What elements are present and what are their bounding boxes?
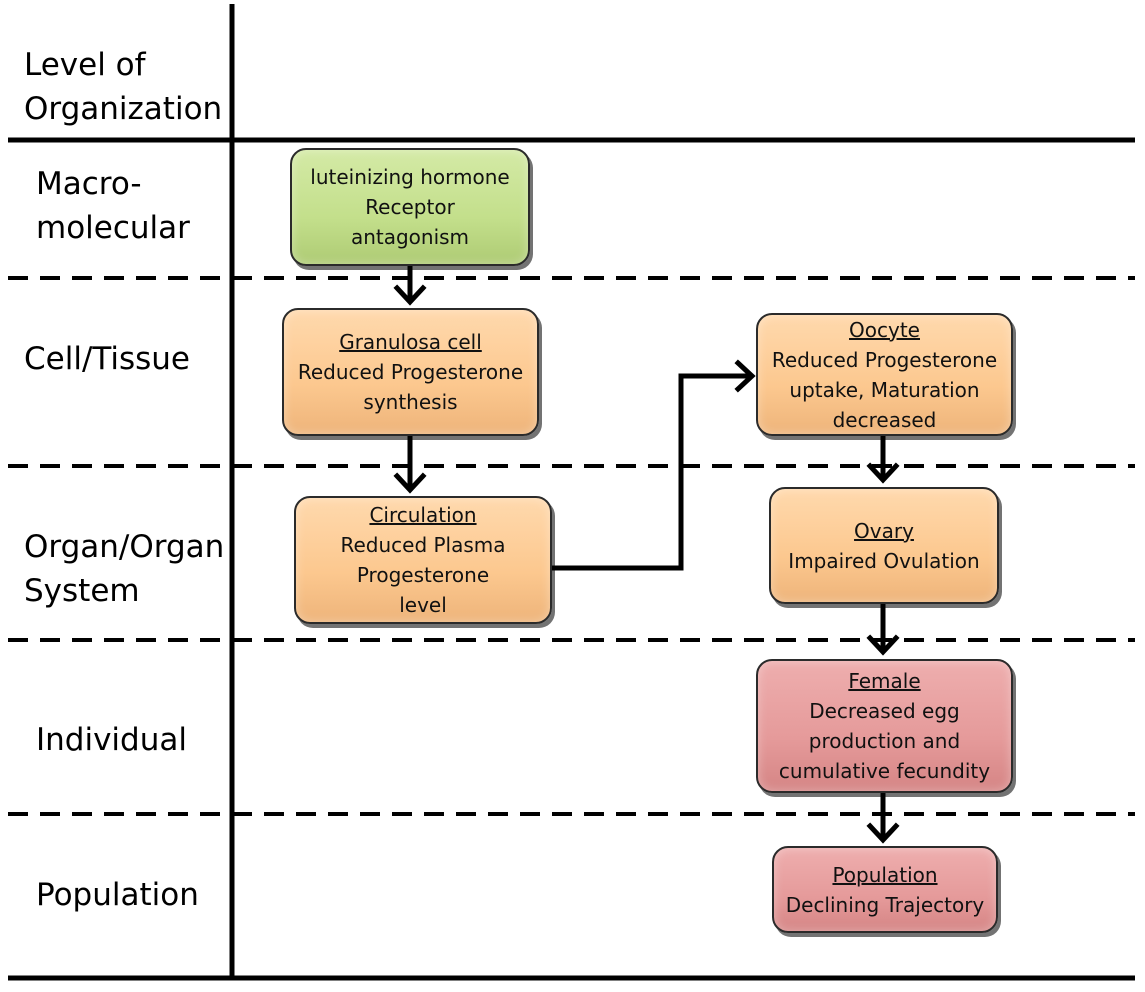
ao-box-population: Population Declining Trajectory — [772, 846, 998, 933]
arrow-granulosa-to-circulation — [393, 435, 427, 494]
ke-box-title: Ovary — [854, 518, 914, 543]
arrow-female-to-population — [866, 792, 900, 844]
ke-box-circulation: Circulation Reduced Plasma Progesterone … — [294, 496, 552, 624]
level-label-cell-tissue: Cell/Tissue — [24, 341, 191, 377]
ke-box-ovary: Ovary Impaired Ovulation — [769, 487, 999, 604]
ao-box-text: Decreased egg production and cumulative … — [778, 699, 991, 783]
ao-box-title: Female — [848, 669, 921, 693]
ao-box-female: Female Decreased egg production and cumu… — [756, 659, 1013, 793]
level-label-organ-system: Organ/Organ System — [24, 529, 225, 609]
ke-box-title: Granulosa cell — [339, 330, 482, 354]
ke-box-text: Reduced Plasma Progesterone level — [340, 533, 506, 617]
ke-box-granulosa-cell: Granulosa cell Reduced Progesterone synt… — [282, 308, 539, 436]
ke-box-oocyte: Oocyte Reduced Progesterone uptake, Matu… — [756, 313, 1013, 436]
level-label-population: Population — [36, 877, 199, 913]
level-label-individual: Individual — [36, 722, 187, 758]
ke-box-text: Reduced Progesterone uptake, Maturation … — [771, 347, 998, 432]
level-label-macromolecular: Macro- molecular — [36, 166, 190, 246]
ao-box-title: Population — [832, 862, 938, 887]
mie-box-text: luteinizing hormone Receptor antagonism — [310, 165, 510, 249]
arrow-oocyte-to-ovary — [866, 435, 900, 484]
ao-box-text: Declining Trajectory — [785, 892, 985, 917]
arrow-mie-to-granulosa — [393, 263, 427, 306]
header-level-of-organization: Level of Organization — [24, 47, 223, 127]
mie-box-lh-receptor-antagonism: luteinizing hormone Receptor antagonism — [290, 148, 530, 266]
ke-box-text: Reduced Progesterone synthesis — [297, 360, 524, 414]
ke-box-title: Circulation — [369, 503, 477, 527]
ke-box-title: Oocyte — [849, 317, 920, 342]
arrow-ovary-to-female — [866, 603, 900, 656]
arrow-circulation-to-oocyte — [551, 359, 756, 571]
ke-box-text: Impaired Ovulation — [788, 548, 980, 573]
